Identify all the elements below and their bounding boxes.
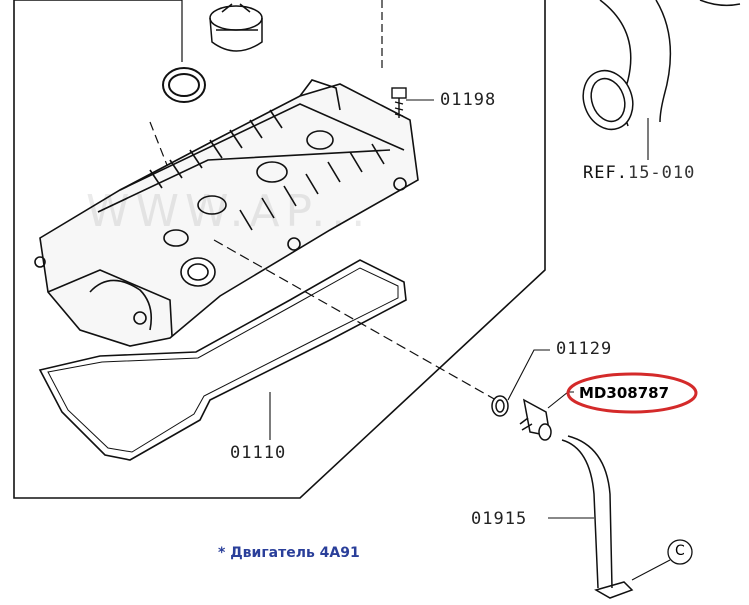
highlight-ring xyxy=(566,372,698,414)
pcv-valve xyxy=(519,398,552,441)
grommet-01129 xyxy=(491,395,509,417)
cap-o-ring xyxy=(162,67,206,103)
leader-01129 xyxy=(507,349,550,401)
breather-hose xyxy=(561,435,634,599)
assembly-frame xyxy=(13,0,546,499)
leader-dashed-pcv xyxy=(213,239,497,401)
label-md308787: MD308787 xyxy=(579,384,669,402)
ref-prefix: REF. xyxy=(583,163,628,183)
oil-filler-cap xyxy=(209,3,263,52)
label-01198: 01198 xyxy=(440,90,497,110)
label-01915: 01915 xyxy=(471,509,528,529)
label-ref: REF.15-010 xyxy=(583,163,695,183)
valve-cover xyxy=(34,79,419,347)
watermark: WWW.AP... xyxy=(86,186,372,237)
cover-gasket xyxy=(38,259,407,461)
ref-number: 15-010 xyxy=(627,163,696,183)
intake-hose xyxy=(582,0,741,131)
bolt-01198 xyxy=(391,87,407,118)
callout-circle xyxy=(667,539,693,565)
label-01110: 01110 xyxy=(230,443,287,463)
label-01129: 01129 xyxy=(556,339,613,359)
callout-label: C xyxy=(675,543,685,559)
engine-note: * Двигатель 4A91 xyxy=(218,545,360,561)
